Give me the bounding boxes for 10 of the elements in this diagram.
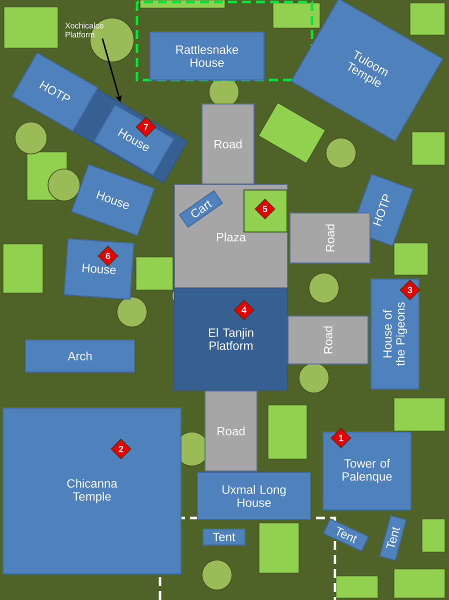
tent: Tent (202, 528, 246, 546)
house: Uxmal Long House (197, 472, 311, 520)
road: Road (290, 212, 370, 264)
road: Road (204, 390, 258, 472)
road: Road (288, 316, 368, 364)
building: Arch (25, 340, 135, 372)
road: Road (202, 104, 254, 184)
platform-label: Xochicalco Platform (65, 22, 104, 38)
building: Rattlesnake House (150, 32, 264, 80)
tent: Tent (379, 515, 407, 561)
